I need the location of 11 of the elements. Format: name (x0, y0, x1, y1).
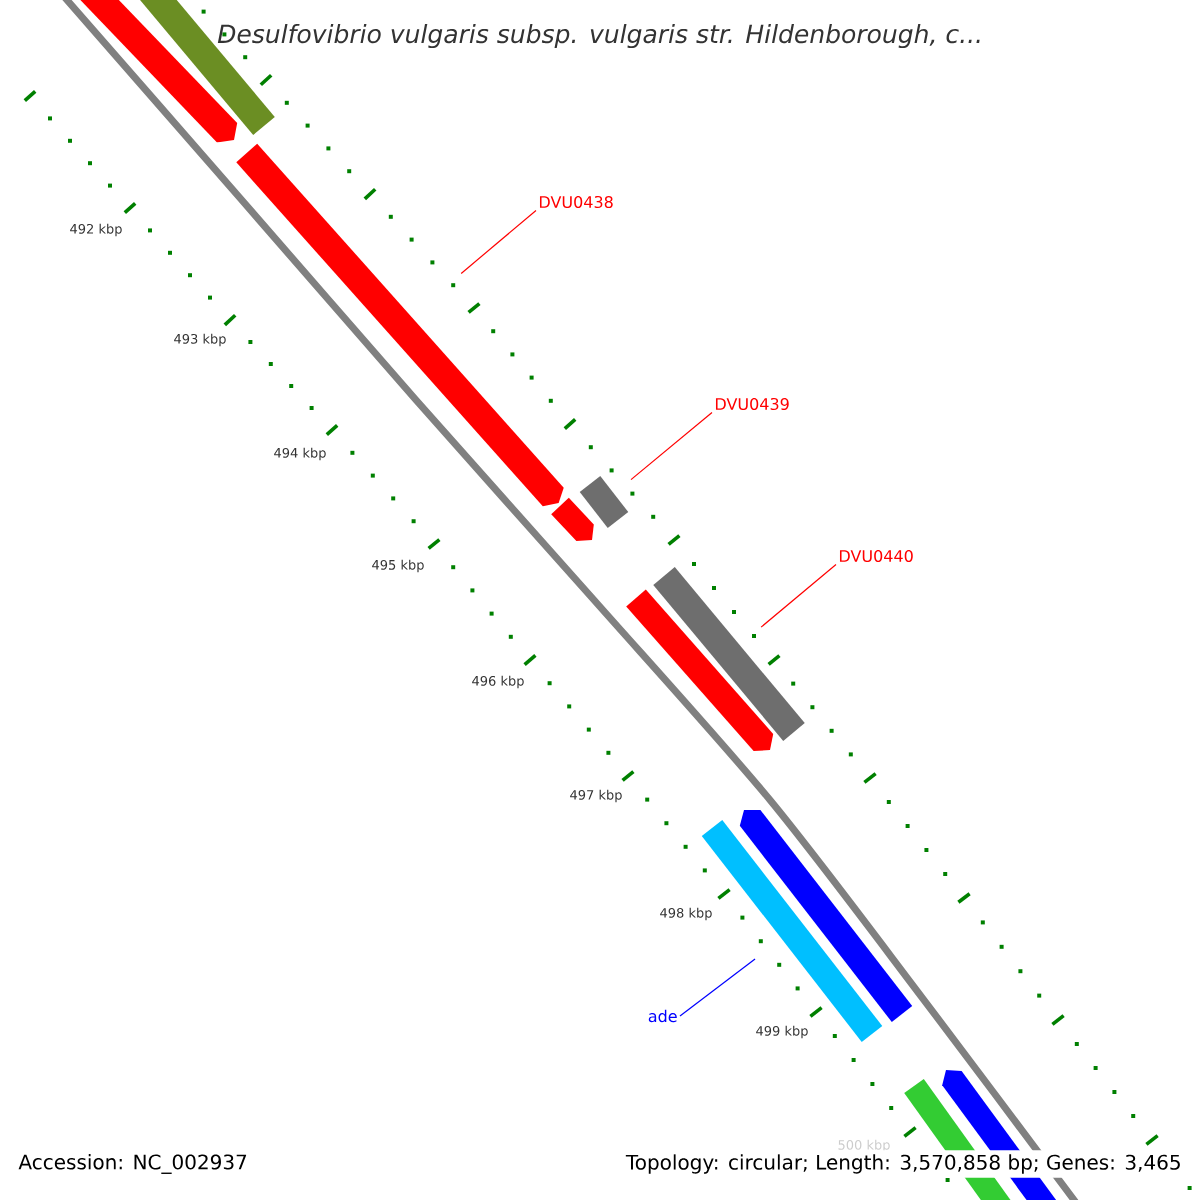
gene-label: ade (648, 1009, 677, 1023)
leader-line (460, 209, 537, 275)
gene-label: DVU0438 (539, 195, 613, 209)
leader-line (760, 563, 837, 628)
gene-bar (653, 567, 805, 741)
accession-text: Accession: NC_002937 (18, 1154, 247, 1174)
genome-info-text: Topology: circular; Length: 3,570,858 bp; Genes: 3,465 (621, 1150, 1186, 1178)
gene-bar (579, 476, 629, 528)
title: Desulfovibrio vulgaris subsp. vulgaris str. Hildenborough, c... (217, 23, 980, 49)
gene-label: DVU0440 (840, 549, 913, 563)
gene-label: DVU0439 (716, 397, 789, 411)
